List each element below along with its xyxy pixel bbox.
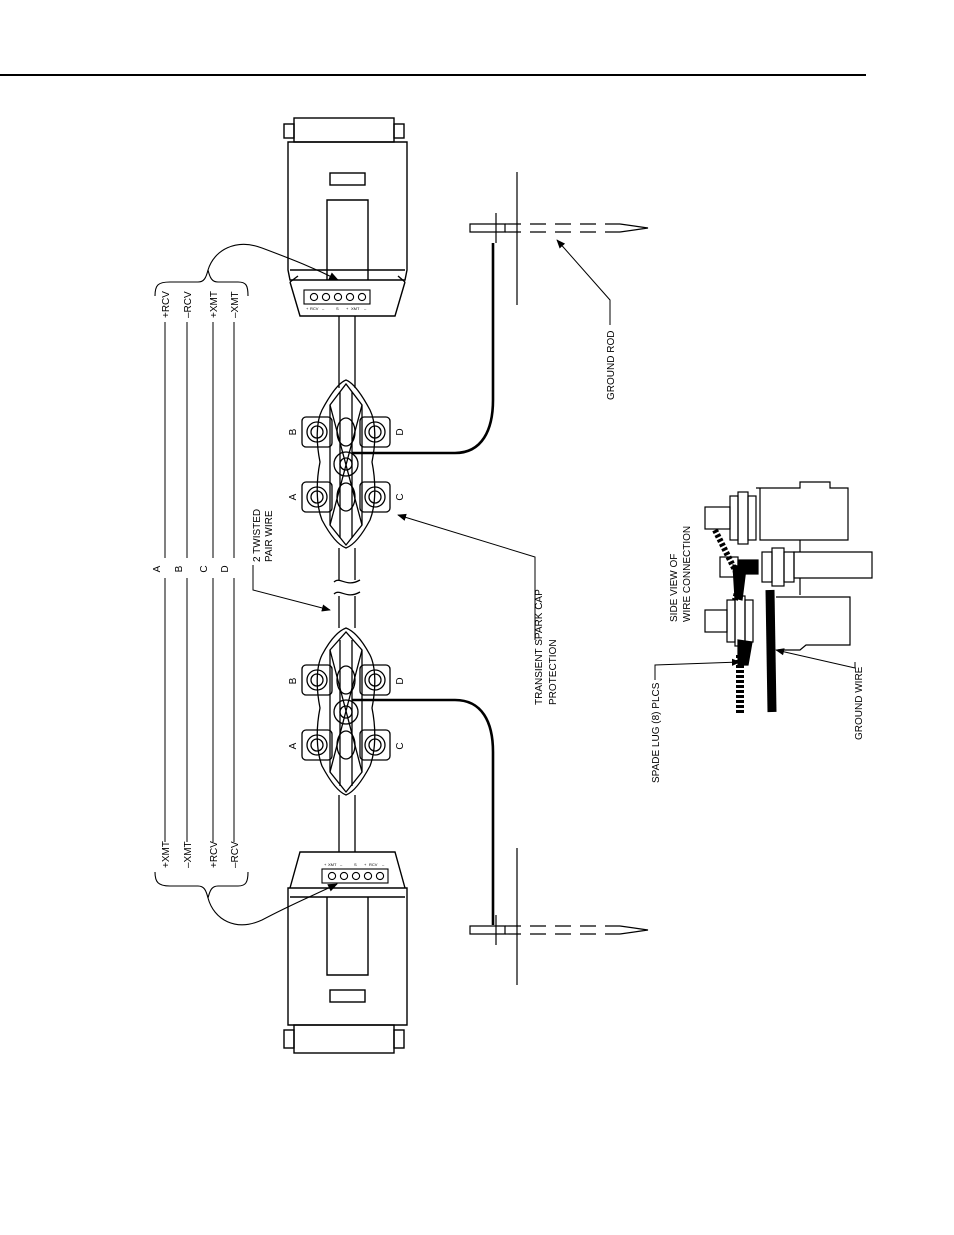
transducer-top xyxy=(284,118,407,316)
term-top-1: RCV xyxy=(310,306,319,311)
wire-letter-c: C xyxy=(199,565,210,572)
term-bottom-6: – xyxy=(382,862,385,867)
side-view-detail xyxy=(705,482,872,715)
terminal-labels-top: + RCV – S + XMT – xyxy=(306,306,367,311)
terminal-strip-top xyxy=(304,290,370,304)
wire-legend-lines xyxy=(165,322,234,842)
term-bottom-5: RCV xyxy=(369,862,378,867)
term-top-3: S xyxy=(336,306,339,311)
wire-letter-a: A xyxy=(152,565,163,572)
spark-cap-label-1: TRANSIENT SPARK CAP xyxy=(534,589,545,705)
cable-middle-section xyxy=(334,548,360,628)
ground-wires xyxy=(352,243,493,925)
term-top-2: – xyxy=(322,306,325,311)
twisted-pair-label-2: PAIR WIRE xyxy=(264,510,275,562)
lug-label-top-c: C xyxy=(395,493,406,500)
terminal-strip-bottom xyxy=(322,869,388,883)
legend-top-2: +XMT xyxy=(209,291,220,318)
cable-top-section xyxy=(339,316,355,388)
wire-letters: A B C D xyxy=(152,558,240,578)
ground-wire-label: GROUND WIRE xyxy=(854,666,865,740)
wire-legend-top-labels: +RCV –RCV +XMT –XMT xyxy=(161,291,241,318)
side-view-label-2: WIRE CONNECTION xyxy=(682,526,693,622)
term-bottom-1: XMT xyxy=(328,862,337,867)
term-bottom-4: + xyxy=(364,862,367,867)
lug-label-bottom-b: B xyxy=(288,677,299,684)
legend-top-1: –RCV xyxy=(183,291,194,318)
term-top-5: XMT xyxy=(351,306,360,311)
spark-cap-top xyxy=(302,380,390,548)
term-top-0: + xyxy=(306,306,309,311)
legend-bottom-2: +RCV xyxy=(209,841,220,868)
lug-label-bottom-c: C xyxy=(395,742,406,749)
legend-bottom-1: –XMT xyxy=(183,841,194,868)
ground-rod-top xyxy=(470,172,648,305)
lug-label-bottom-a: A xyxy=(288,742,299,749)
callout-labels: 2 TWISTED PAIR WIRE TRANSIENT SPARK CAP … xyxy=(252,331,865,783)
legend-top-0: +RCV xyxy=(161,291,172,318)
term-bottom-3: S xyxy=(354,862,357,867)
term-top-6: – xyxy=(364,306,367,311)
legend-top-3: –XMT xyxy=(230,291,241,318)
wire-legend-braces xyxy=(155,244,338,924)
callout-leaders xyxy=(253,240,855,680)
spade-lug-label: SPADE LUG (8) PLCS xyxy=(651,682,662,783)
terminal-labels-bottom: + XMT – S + RCV – xyxy=(324,862,385,867)
term-top-4: + xyxy=(346,306,349,311)
wire-letter-b: B xyxy=(174,565,185,572)
wire-letter-d: D xyxy=(220,565,231,572)
lug-label-top-b: B xyxy=(288,428,299,435)
wire-legend-bottom-labels: +XMT –XMT +RCV –RCV xyxy=(161,841,241,868)
term-bottom-0: + xyxy=(324,862,327,867)
spark-cap-bottom xyxy=(302,628,390,795)
spark-cap-top-labels: B A D C xyxy=(288,428,406,500)
spark-cap-label-2: PROTECTION xyxy=(548,639,559,705)
legend-bottom-0: +XMT xyxy=(161,841,172,868)
cable-bottom-section xyxy=(339,795,355,852)
legend-bottom-3: –RCV xyxy=(230,841,241,868)
ground-rod-bottom xyxy=(470,848,648,985)
lug-label-bottom-d: D xyxy=(395,677,406,684)
side-view-label-1: SIDE VIEW OF xyxy=(669,554,680,622)
term-bottom-2: – xyxy=(340,862,343,867)
lug-label-top-d: D xyxy=(395,428,406,435)
lug-label-top-a: A xyxy=(288,493,299,500)
twisted-pair-label-1: 2 TWISTED xyxy=(252,509,263,562)
ground-rod-label: GROUND ROD xyxy=(606,331,617,400)
